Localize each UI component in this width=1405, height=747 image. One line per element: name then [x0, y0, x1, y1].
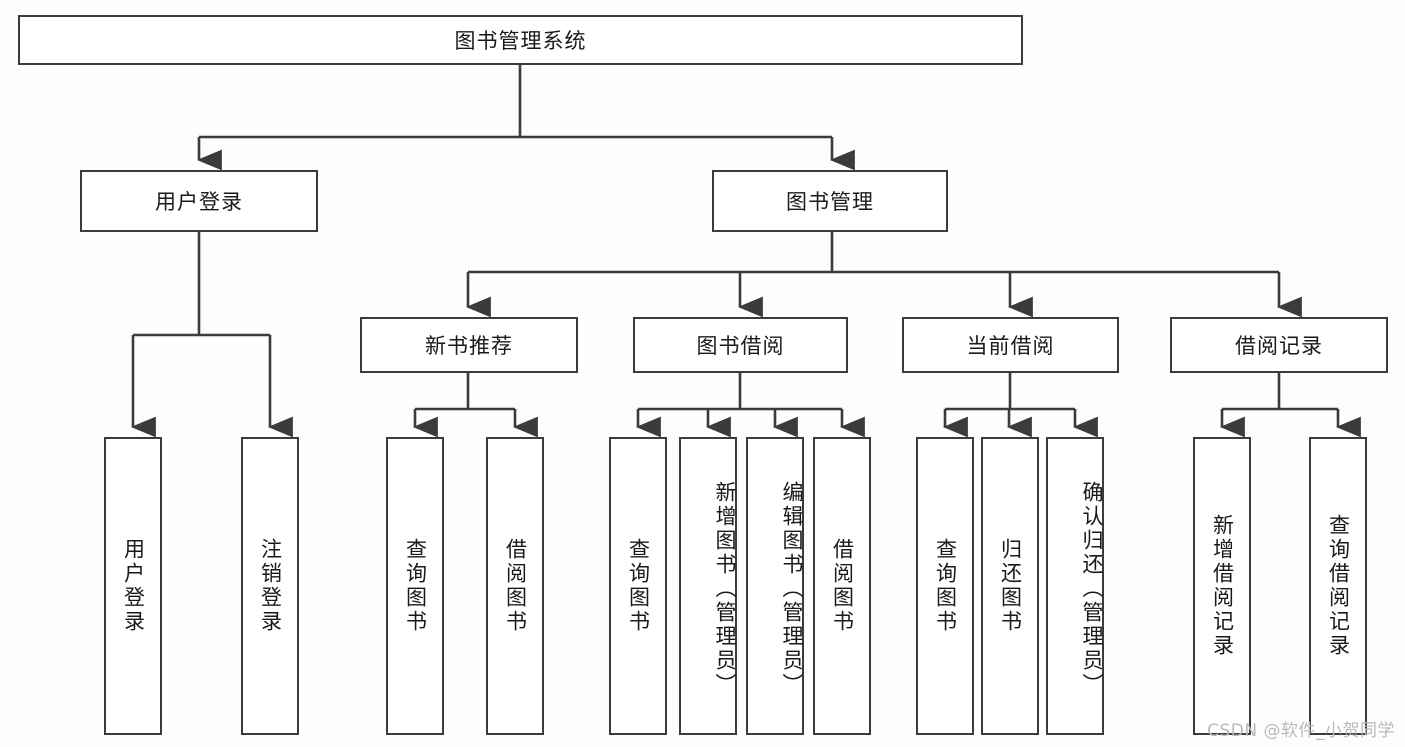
node-label: 新增图书（管理员） [713, 481, 737, 697]
node-label: 归还图书 [998, 538, 1023, 634]
node-label: 图书借阅 [696, 334, 785, 358]
node-label: 图书管理系统 [454, 29, 587, 53]
node-book-management[interactable]: 图书管理 [712, 170, 948, 232]
node-label: 新增借阅记录 [1210, 514, 1235, 658]
leaf-confirm-return-admin[interactable]: 确认归还（管理员） [1046, 437, 1104, 735]
node-label: 查询图书 [403, 538, 428, 634]
leaf-logout[interactable]: 注销登录 [241, 437, 299, 735]
node-label: 新书推荐 [425, 334, 513, 358]
node-label: 查询图书 [933, 538, 958, 634]
node-current-borrow[interactable]: 当前借阅 [902, 317, 1119, 373]
leaf-query-book-borrow[interactable]: 查询图书 [609, 437, 667, 735]
node-user-login[interactable]: 用户登录 [80, 170, 318, 232]
node-label: 查询图书 [626, 538, 651, 634]
node-label: 用户登录 [155, 190, 243, 214]
leaf-query-borrow-record[interactable]: 查询借阅记录 [1309, 437, 1367, 735]
node-label: 图书管理 [786, 190, 874, 214]
leaf-user-login[interactable]: 用户登录 [104, 437, 162, 735]
leaf-query-book-recommend[interactable]: 查询图书 [386, 437, 444, 735]
node-label: 当前借阅 [966, 334, 1055, 358]
node-new-book-recommend[interactable]: 新书推荐 [360, 317, 578, 373]
node-label: 借阅图书 [830, 538, 855, 634]
node-book-borrow[interactable]: 图书借阅 [633, 317, 848, 373]
node-label: 借阅记录 [1235, 334, 1323, 358]
node-label: 借阅图书 [503, 538, 528, 634]
node-borrow-record[interactable]: 借阅记录 [1170, 317, 1388, 373]
leaf-query-book-current[interactable]: 查询图书 [916, 437, 974, 735]
node-root-system[interactable]: 图书管理系统 [18, 15, 1023, 65]
node-label: 确认归还（管理员） [1080, 481, 1104, 697]
node-label: 用户登录 [121, 538, 146, 634]
leaf-add-book-admin[interactable]: 新增图书（管理员） [679, 437, 737, 735]
leaf-borrow-book[interactable]: 借阅图书 [813, 437, 871, 735]
node-label: 编辑图书（管理员） [780, 481, 804, 697]
node-label: 查询借阅记录 [1326, 514, 1351, 658]
leaf-return-book[interactable]: 归还图书 [981, 437, 1039, 735]
leaf-add-borrow-record[interactable]: 新增借阅记录 [1193, 437, 1251, 735]
leaf-edit-book-admin[interactable]: 编辑图书（管理员） [746, 437, 804, 735]
leaf-borrow-book-recommend[interactable]: 借阅图书 [486, 437, 544, 735]
node-label: 注销登录 [258, 538, 283, 634]
